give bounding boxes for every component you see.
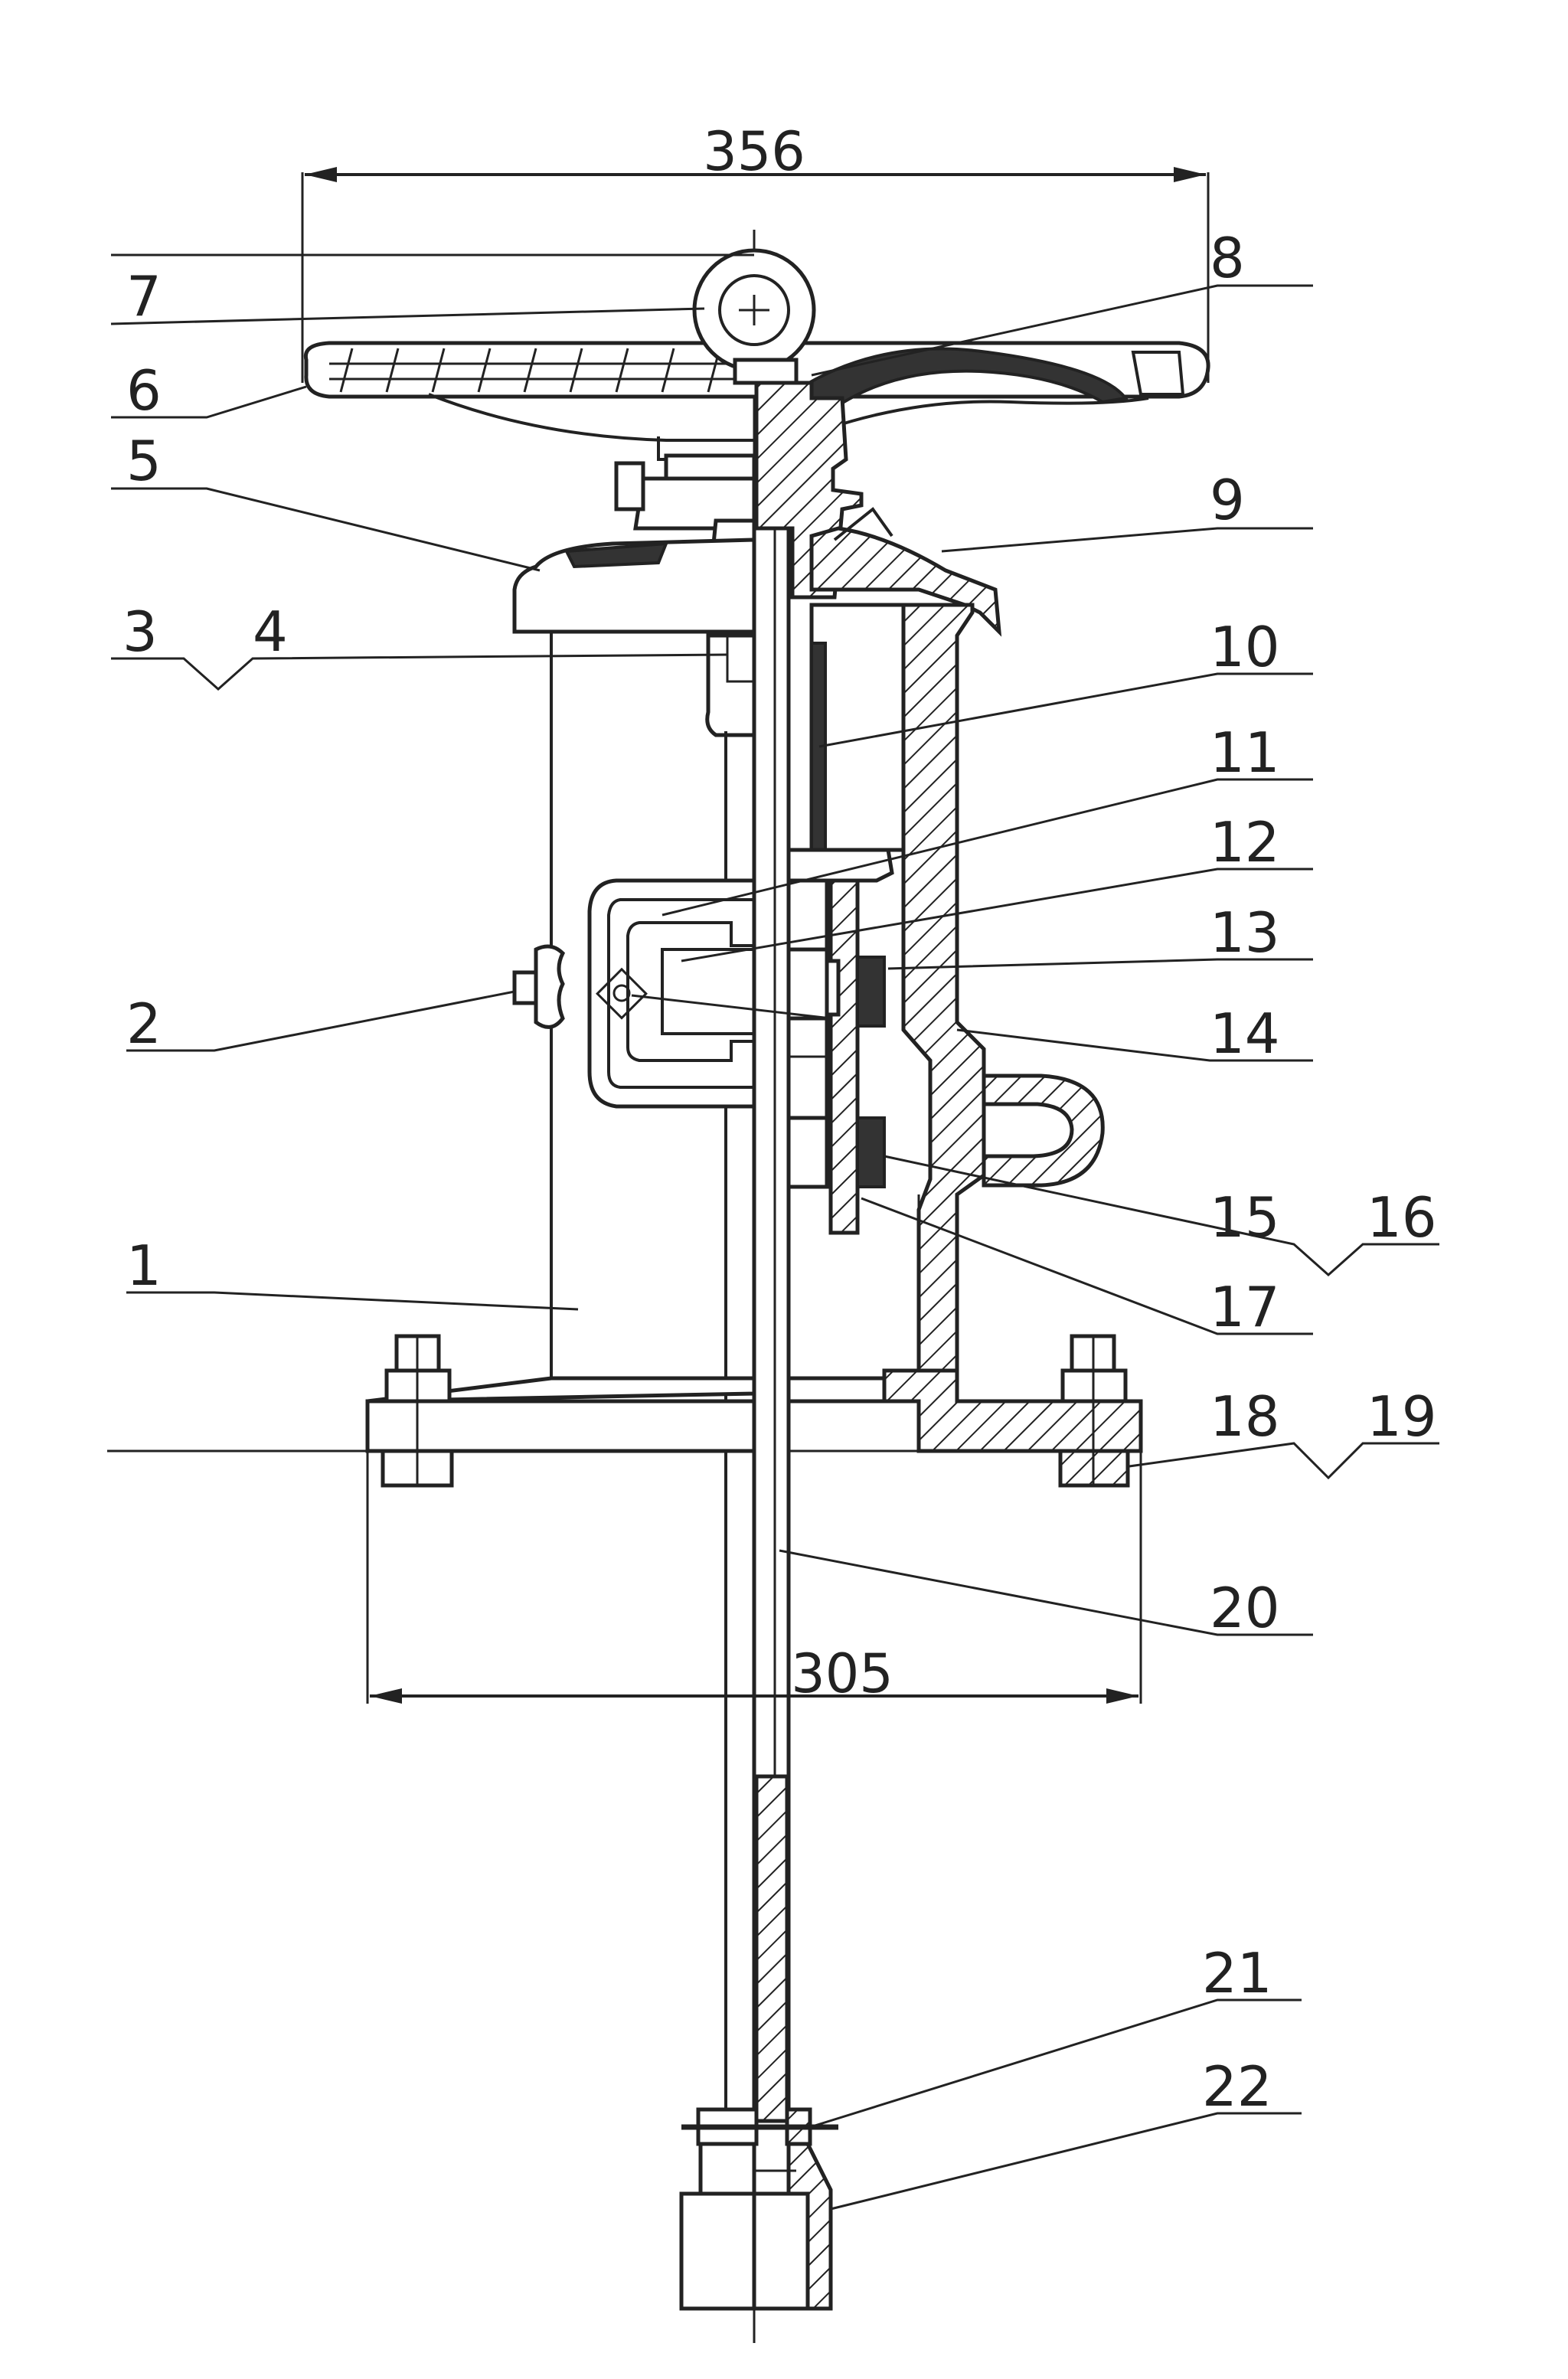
callout-21: 21 — [1202, 1941, 1272, 2005]
callout-4: 4 — [253, 600, 288, 664]
drain-plug — [512, 944, 566, 1029]
callout-6: 6 — [126, 358, 162, 423]
callout-5: 5 — [126, 429, 162, 493]
guide-bush — [705, 633, 756, 737]
dimension-top-width-label: 356 — [703, 120, 805, 183]
callout-2: 2 — [126, 992, 162, 1056]
callout-8: 8 — [1210, 226, 1245, 290]
leader-lines — [107, 253, 1439, 2211]
callout-19: 19 — [1367, 1384, 1437, 1449]
callout-labels: 7 6 5 3 4 2 1 8 9 10 11 12 13 14 15 16 1… — [122, 226, 1437, 2119]
callout-12: 12 — [1210, 810, 1280, 874]
callout-7: 7 — [126, 264, 162, 328]
dimension-top-width: 356 — [301, 120, 1210, 383]
side-lifting-lug — [982, 1073, 1105, 1188]
bonnet-cap — [512, 507, 1002, 637]
housing-wall-section — [901, 603, 986, 1388]
dimension-base-width: 305 — [366, 1451, 1142, 1705]
callout-10: 10 — [1210, 615, 1280, 679]
callout-16: 16 — [1367, 1185, 1437, 1250]
callout-1: 1 — [126, 1234, 162, 1298]
callout-14: 14 — [1210, 1002, 1280, 1066]
callout-3: 3 — [122, 600, 158, 664]
bottom-coupling — [679, 2107, 838, 2311]
callout-13: 13 — [1210, 900, 1280, 965]
limit-switch-mechanism — [786, 848, 894, 1235]
callout-11: 11 — [1210, 721, 1280, 785]
base-flange — [365, 1334, 1143, 1488]
callout-18: 18 — [1210, 1384, 1280, 1449]
indicator-window — [587, 878, 756, 1109]
callout-17: 17 — [1210, 1275, 1280, 1339]
dimension-base-width-label: 305 — [791, 1642, 893, 1705]
valve-stem — [724, 526, 791, 2215]
callout-15: 15 — [1210, 1185, 1280, 1250]
callout-9: 9 — [1210, 468, 1245, 532]
callout-20: 20 — [1210, 1576, 1280, 1640]
callout-22: 22 — [1202, 2054, 1272, 2119]
